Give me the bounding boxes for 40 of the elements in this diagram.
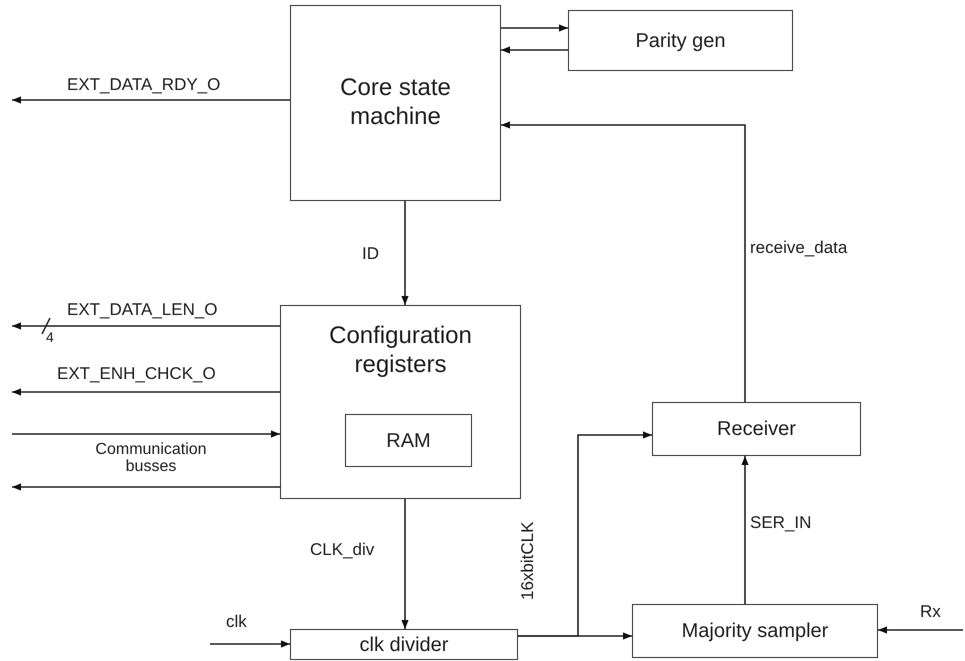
arrow xyxy=(501,24,568,32)
signal-label: Communication busses xyxy=(94,442,208,476)
arrow xyxy=(741,456,749,604)
block-box xyxy=(280,305,521,499)
bus-width-label: 4 xyxy=(46,329,54,345)
arrow xyxy=(12,430,280,438)
block-box xyxy=(568,10,793,71)
edge-label: receive_data xyxy=(750,238,848,258)
block-label: Majority sampler xyxy=(682,619,828,643)
block-box xyxy=(652,402,861,456)
block-label: Configuration registers xyxy=(328,322,473,380)
arrow xyxy=(12,96,290,104)
block-box xyxy=(632,604,878,658)
edge-label: clk xyxy=(226,612,247,632)
block-label: Core state machine xyxy=(339,74,452,132)
block-box xyxy=(290,629,518,660)
edge-label: CLK_div xyxy=(310,540,374,560)
block-label: Parity gen xyxy=(635,28,726,52)
arrow xyxy=(12,388,280,396)
edge-label: EXT_ENH_CHCK_O xyxy=(57,364,216,384)
arrow xyxy=(12,483,280,491)
edge-label: Rx xyxy=(920,602,941,622)
block-label: Receiver xyxy=(717,417,796,441)
arrow xyxy=(12,322,280,330)
block-box xyxy=(290,5,501,201)
edge-label: 16xbitCLK xyxy=(518,522,538,600)
edge-label: ID xyxy=(362,244,379,264)
arrow xyxy=(878,626,963,634)
arrow xyxy=(518,431,652,637)
arrow xyxy=(401,499,409,629)
block-box xyxy=(345,414,472,467)
arrow xyxy=(210,640,290,648)
edge-label: EXT_DATA_LEN_O xyxy=(67,300,218,320)
arrow xyxy=(501,121,746,402)
arrow xyxy=(501,46,568,54)
block-label: clk divider xyxy=(360,632,448,656)
edge-label: SER_IN xyxy=(750,513,812,533)
edge-label: EXT_DATA_RDY_O xyxy=(67,75,220,95)
arrow xyxy=(401,201,409,305)
block-label: RAM xyxy=(386,428,431,452)
